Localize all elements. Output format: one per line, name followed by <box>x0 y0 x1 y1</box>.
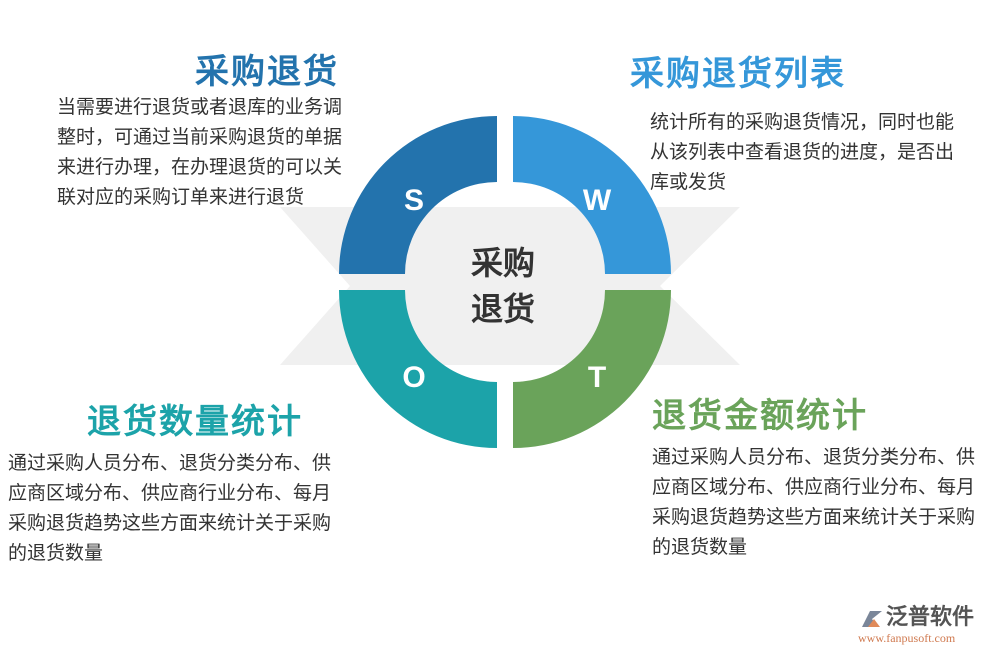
quadrant-s <box>339 116 497 274</box>
quadrant-t <box>513 290 671 448</box>
center-label-line1: 采购 <box>471 244 535 282</box>
logo-name: 泛普软件 <box>886 605 975 630</box>
letter-o: O <box>402 361 425 394</box>
letter-t: T <box>588 361 606 394</box>
center-label-line2: 退货 <box>471 290 535 328</box>
title-o: 退货数量统计 <box>87 402 303 442</box>
quadrant-o <box>339 290 497 448</box>
text-t: 通过采购人员分布、退货分类分布、供应商区域分布、供应商行业分布、每月采购退货趋势… <box>652 446 976 558</box>
letter-s: S <box>404 184 424 217</box>
logo-mark-icon <box>862 611 882 627</box>
brand-logo: 泛普软件 www.fanpusoft.com <box>858 605 983 646</box>
text-o: 通过采购人员分布、退货分类分布、供应商区域分布、供应商行业分布、每月采购退货趋势… <box>8 452 332 564</box>
letter-w: W <box>583 184 612 217</box>
title-w: 采购退货列表 <box>630 54 846 94</box>
text-s: 当需要进行退货或者退库的业务调整时，可通过当前采购退货的单据来进行办理，在办理退… <box>57 96 343 208</box>
text-w: 统计所有的采购退货情况，同时也能从该列表中查看退货的进度，是否出库或发货 <box>650 111 955 193</box>
title-t: 退货金额统计 <box>652 396 868 436</box>
logo-url: www.fanpusoft.com <box>858 631 956 645</box>
quadrant-w <box>513 116 671 274</box>
title-s: 采购退货 <box>195 52 339 92</box>
